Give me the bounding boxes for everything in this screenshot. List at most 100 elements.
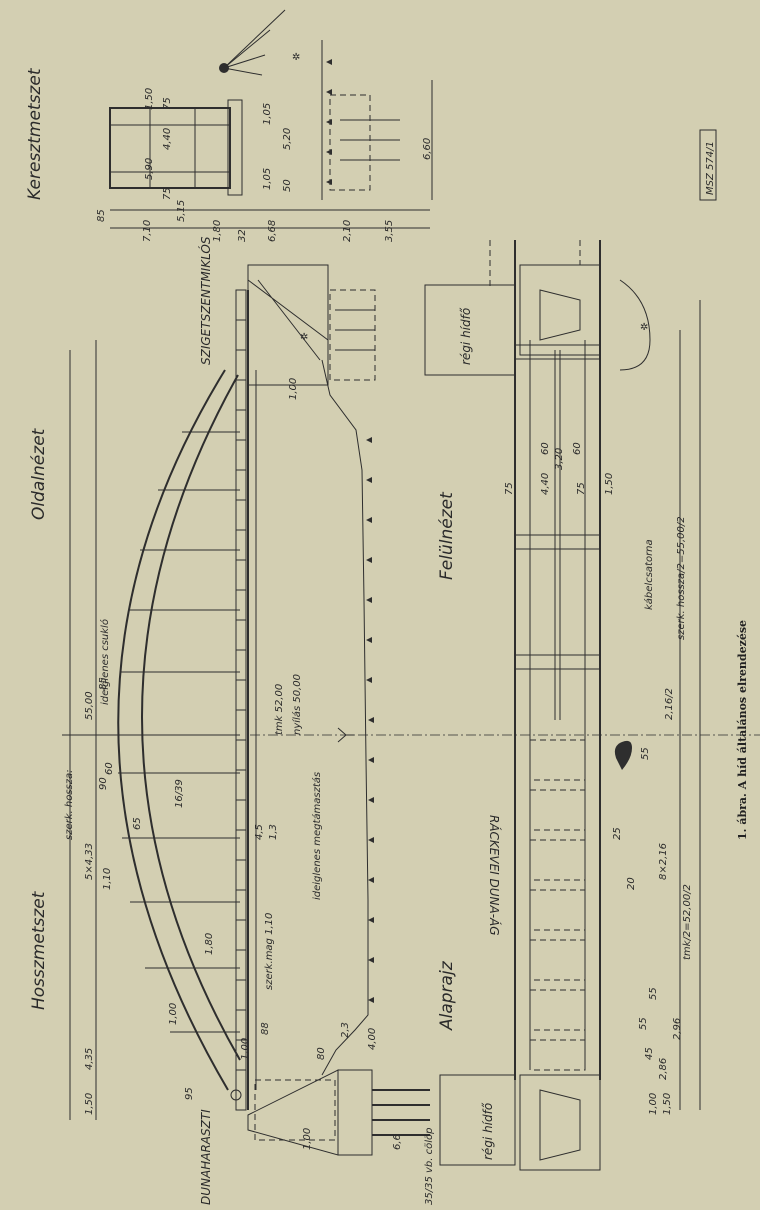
cross-dim-105b: 1,05: [262, 168, 273, 190]
bed-ticks: [326, 59, 374, 1003]
plan-dim-55a: 55: [640, 747, 651, 760]
clear-span: nyílás 50,00: [291, 674, 303, 735]
arch-outer: [117, 369, 229, 1091]
title-top: Felülnézet: [437, 491, 457, 580]
old-bridge-right: régi hídfő: [459, 307, 473, 365]
cross-dim-50: 50: [282, 179, 293, 192]
cross-dim-355: 3,55: [384, 220, 395, 242]
svg-text:✲: ✲: [292, 52, 300, 63]
plan-dim-286: 2,86: [658, 1058, 669, 1080]
plan-dim-100: 1,00: [648, 1093, 659, 1115]
cross-dim-660: 6,60: [422, 138, 433, 160]
abutment-right: ✲: [247, 264, 376, 386]
plan-dim-150: 1,50: [604, 473, 615, 495]
cross-dim-210: 2,10: [342, 220, 353, 242]
cross-dim-85: 85: [96, 209, 107, 222]
place-right: SZIGETSZENTMIKLÓS: [198, 236, 213, 365]
deck-dim-100b: 1,00: [302, 1128, 313, 1150]
title-side: Oldalnézet: [29, 427, 49, 520]
dim-55: 55,00: [84, 691, 95, 720]
plan-dim-296: 2,96: [672, 1018, 683, 1040]
plan-dim-75b: 75: [576, 482, 587, 495]
plan-dim-75a: 75: [504, 482, 515, 495]
abutment-left: 35/35 vb. cölöp: [230, 1069, 435, 1205]
plan-dim-55b: 55: [648, 987, 659, 1000]
plan-panels: [529, 739, 586, 1071]
tmk-label: tmk 52,00: [274, 684, 285, 735]
arch-dim-65: 65: [132, 817, 143, 830]
deck-hatching: [236, 319, 246, 1071]
deck-dim-400: 4,00: [367, 1028, 378, 1050]
cross-dim-75a: 75: [162, 187, 173, 200]
temp-joint: ideiglenes csukló: [99, 619, 111, 705]
title-cross: Keresztmetszet: [25, 67, 45, 200]
cross-dim-180: 1,80: [212, 220, 223, 242]
deck-slab: [235, 289, 247, 1111]
plan-dim-45: 45: [644, 1047, 655, 1060]
hangers: [118, 431, 240, 1033]
dim-150: 1,50: [84, 1093, 95, 1115]
svg-text:✲: ✲: [300, 332, 308, 343]
pier-mark: [614, 740, 632, 770]
cross-dim-105a: 1,05: [262, 103, 273, 125]
drawing-id-box: [699, 129, 717, 201]
old-bridge-left: régi hídfő: [481, 1102, 495, 1160]
riverbed: [321, 359, 369, 1076]
deck-dim-23: 2,3: [340, 1022, 351, 1038]
cross-dim-515: 5,15: [176, 200, 187, 222]
drawing-id: MSZ 574/1: [705, 141, 716, 195]
plan-dim-55c: 55: [638, 1017, 649, 1030]
deck-dim-45: 4,5: [254, 824, 265, 840]
arch-dim-90: 90: [98, 777, 109, 790]
arch-dim-85: 85: [98, 677, 109, 690]
arch-dim-1639: 16/39: [174, 779, 185, 808]
title-longitudinal: Hosszmetszet: [29, 890, 49, 1010]
cross-dim-150: 1,50: [144, 88, 155, 110]
piles-label: 35/35 vb. cölöp: [424, 1128, 435, 1205]
plan-dim-25: 25: [612, 827, 623, 840]
cross-dim-590: 5,90: [144, 158, 155, 180]
deck-dim-100c: 1,00: [288, 378, 299, 400]
deck-dim-66: 6,6: [392, 1134, 403, 1150]
half-length-left: tmk/2=52,00/2: [682, 884, 693, 960]
plan-dim-20: 20: [626, 877, 637, 890]
deck-dim-95: 95: [184, 1087, 195, 1100]
plan-dim-8x216: 8×2,16: [658, 843, 669, 880]
svg-text:✲: ✲: [640, 322, 648, 333]
arch-dim-60: 60: [104, 762, 115, 775]
plan-dim-150b: 1,50: [662, 1093, 673, 1115]
plan-dim-216-2: 2,16/2: [664, 688, 675, 720]
arch-dim-180: 1,80: [204, 933, 215, 955]
cross-dim-520: 5,20: [282, 128, 293, 150]
dim-435: 4,35: [84, 1048, 95, 1070]
dim-5x433: 5×4,33: [84, 843, 95, 880]
cable-duct: kábelcsatorna: [643, 539, 655, 610]
title-foundation: Alaprajz: [437, 960, 457, 1031]
plan-dim-320: 3,20: [554, 448, 565, 470]
place-river: RÁCKEVEI DUNA-ÁG: [487, 815, 502, 936]
cross-dim-75b: 75: [162, 97, 173, 110]
arch-dim-110: 1,10: [102, 868, 113, 890]
plan-dim-440: 4,40: [540, 473, 551, 495]
half-length-right: szerk. hossza/2=55,00/2: [676, 516, 687, 640]
arch-inner: [141, 374, 241, 1061]
deck-dim-80: 80: [316, 1047, 327, 1060]
place-left: DUNAHARASZTI: [199, 1109, 213, 1205]
deck-dim-100a: 1,00: [240, 1038, 251, 1060]
structure-height: szerk.mag 1,10: [264, 913, 275, 990]
temp-support: ideiglenes megtámasztás: [311, 772, 323, 900]
cross-dim-668: 6,68: [267, 220, 278, 242]
cross-dim-710: 7,10: [142, 220, 153, 242]
plan-view: ✲: [424, 240, 701, 1171]
plan-dim-60a: 60: [540, 442, 551, 455]
dim-span-label: szerk. hossza:: [64, 770, 75, 841]
cross-section: ✲: [109, 9, 433, 200]
plan-dim-60b: 60: [572, 442, 583, 455]
cross-dim-32: 32: [237, 229, 248, 242]
deck-dim-13: 1,3: [268, 824, 279, 840]
arch-dim-100: 1,00: [168, 1003, 179, 1025]
figure-caption: 1. ábra. A híd általános elrendezése: [736, 620, 749, 840]
cross-dim-440: 4,40: [162, 128, 173, 150]
deck-dim-88: 88: [260, 1022, 271, 1035]
